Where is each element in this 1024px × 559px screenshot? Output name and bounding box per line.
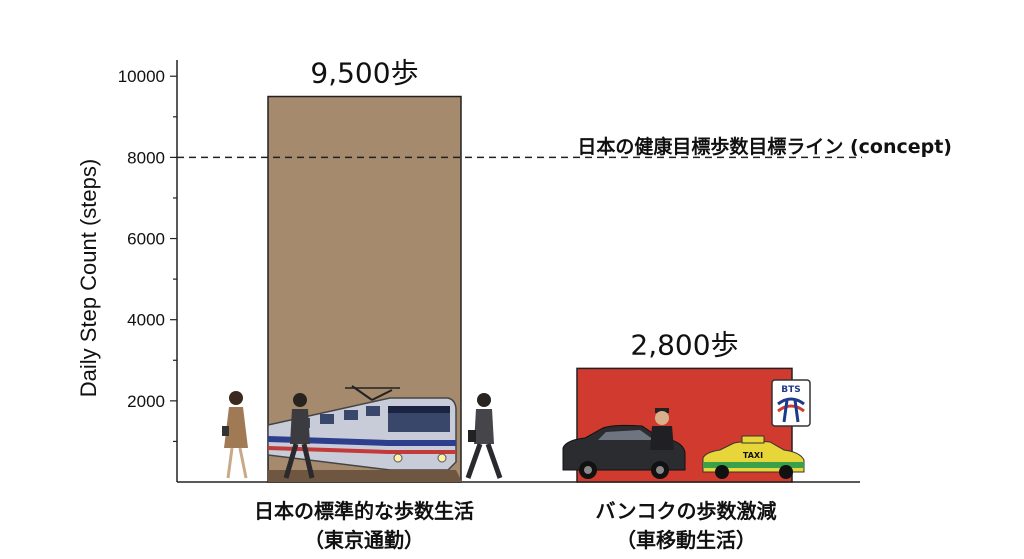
bts-logo-text: BTS <box>781 385 800 395</box>
category-label-bangkok-sub: （車移動生活） <box>616 528 756 552</box>
man-walking-icon <box>283 393 315 479</box>
category-label-japan-sub: （東京通勤） <box>304 528 424 552</box>
man-walking-icon <box>465 393 503 479</box>
taxi-icon: TAXI <box>702 435 805 479</box>
y-tick-label: 8000 <box>127 148 165 167</box>
driver-icon <box>650 408 674 450</box>
y-axis-label: Daily Step Count (steps) <box>76 159 101 397</box>
data-label-japan: 9,500歩 <box>310 57 418 90</box>
y-tick-label: 2000 <box>127 392 165 411</box>
taxi-sign-text: TAXI <box>743 451 763 460</box>
data-label-bangkok: 2,800歩 <box>630 328 738 361</box>
y-tick-label: 6000 <box>127 230 165 249</box>
train-icon <box>267 385 462 482</box>
y-ticks: 2000 4000 6000 8000 10000 <box>118 67 177 443</box>
y-tick-label: 10000 <box>118 67 165 86</box>
category-label-bangkok: バンコクの歩数激減 <box>596 499 777 523</box>
y-tick-label: 4000 <box>127 311 165 330</box>
woman-walking-icon <box>222 391 248 479</box>
reference-line-label: 日本の健康目標歩数目標ライン (concept) <box>577 135 952 158</box>
category-label-japan: 日本の標準的な歩数生活 <box>254 499 474 523</box>
bts-logo-icon: BTS <box>771 379 811 427</box>
